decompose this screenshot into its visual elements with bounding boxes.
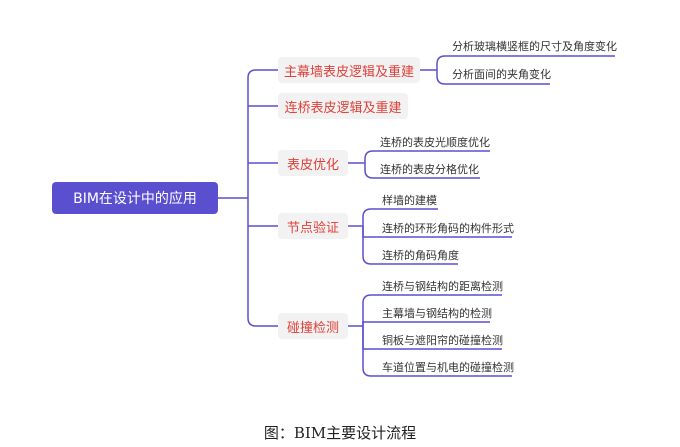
leaf-node[interactable]: 分析面间的夹角变化	[452, 68, 551, 81]
leaf-line	[362, 321, 490, 326]
branch-node[interactable]: 连桥表皮逻辑及重建	[278, 93, 408, 119]
leaf-node[interactable]: 连桥的表皮分格优化	[380, 163, 479, 176]
branch-node[interactable]: 表皮优化	[278, 150, 348, 176]
branch-label: 节点验证	[286, 220, 339, 236]
leaf-line	[362, 326, 512, 377]
leaf-node[interactable]: 分析玻璃横竖框的尺寸及角度变化	[452, 40, 617, 53]
leaf-node[interactable]: 连桥的角码角度	[382, 249, 459, 262]
leaf-line	[362, 208, 438, 226]
leaf-line	[362, 294, 502, 326]
leaf-node[interactable]: 主幕墙与钢结构的检测	[382, 307, 492, 320]
branch-label: 表皮优化	[286, 157, 339, 173]
root-label: BIM在设计中的应用	[73, 191, 197, 207]
root-node[interactable]: BIM在设计中的应用	[52, 182, 218, 214]
figure-caption: 图：BIM主要设计流程	[263, 424, 417, 442]
leaf-line	[364, 163, 480, 179]
branch-label: 主幕墙表皮逻辑及重建	[283, 64, 414, 80]
branch-label: 连桥表皮逻辑及重建	[284, 100, 402, 116]
trunk-line	[247, 69, 278, 327]
leaf-node[interactable]: 车道位置与机电的碰撞检测	[382, 361, 514, 374]
leaf-line	[436, 70, 550, 85]
leaf-line	[362, 226, 458, 265]
leaf-node[interactable]: 连桥的表皮光顺度优化	[380, 136, 490, 149]
branch-node[interactable]: 节点验证	[278, 213, 348, 239]
branch-node[interactable]: 主幕墙表皮逻辑及重建	[278, 57, 420, 83]
leaf-node[interactable]: 连桥与钢结构的距离检测	[382, 280, 503, 293]
branch-node[interactable]: 碰撞检测	[278, 313, 348, 339]
leaf-node[interactable]: 样墙的建模	[382, 194, 437, 207]
leaf-line	[436, 55, 615, 70]
leaf-node[interactable]: 连桥的环形角码的构件形式	[382, 222, 514, 235]
branch-label: 碰撞检测	[286, 320, 339, 336]
leaf-node[interactable]: 铜板与遮阳帘的碰撞检测	[382, 334, 503, 347]
leaf-line	[364, 150, 490, 163]
